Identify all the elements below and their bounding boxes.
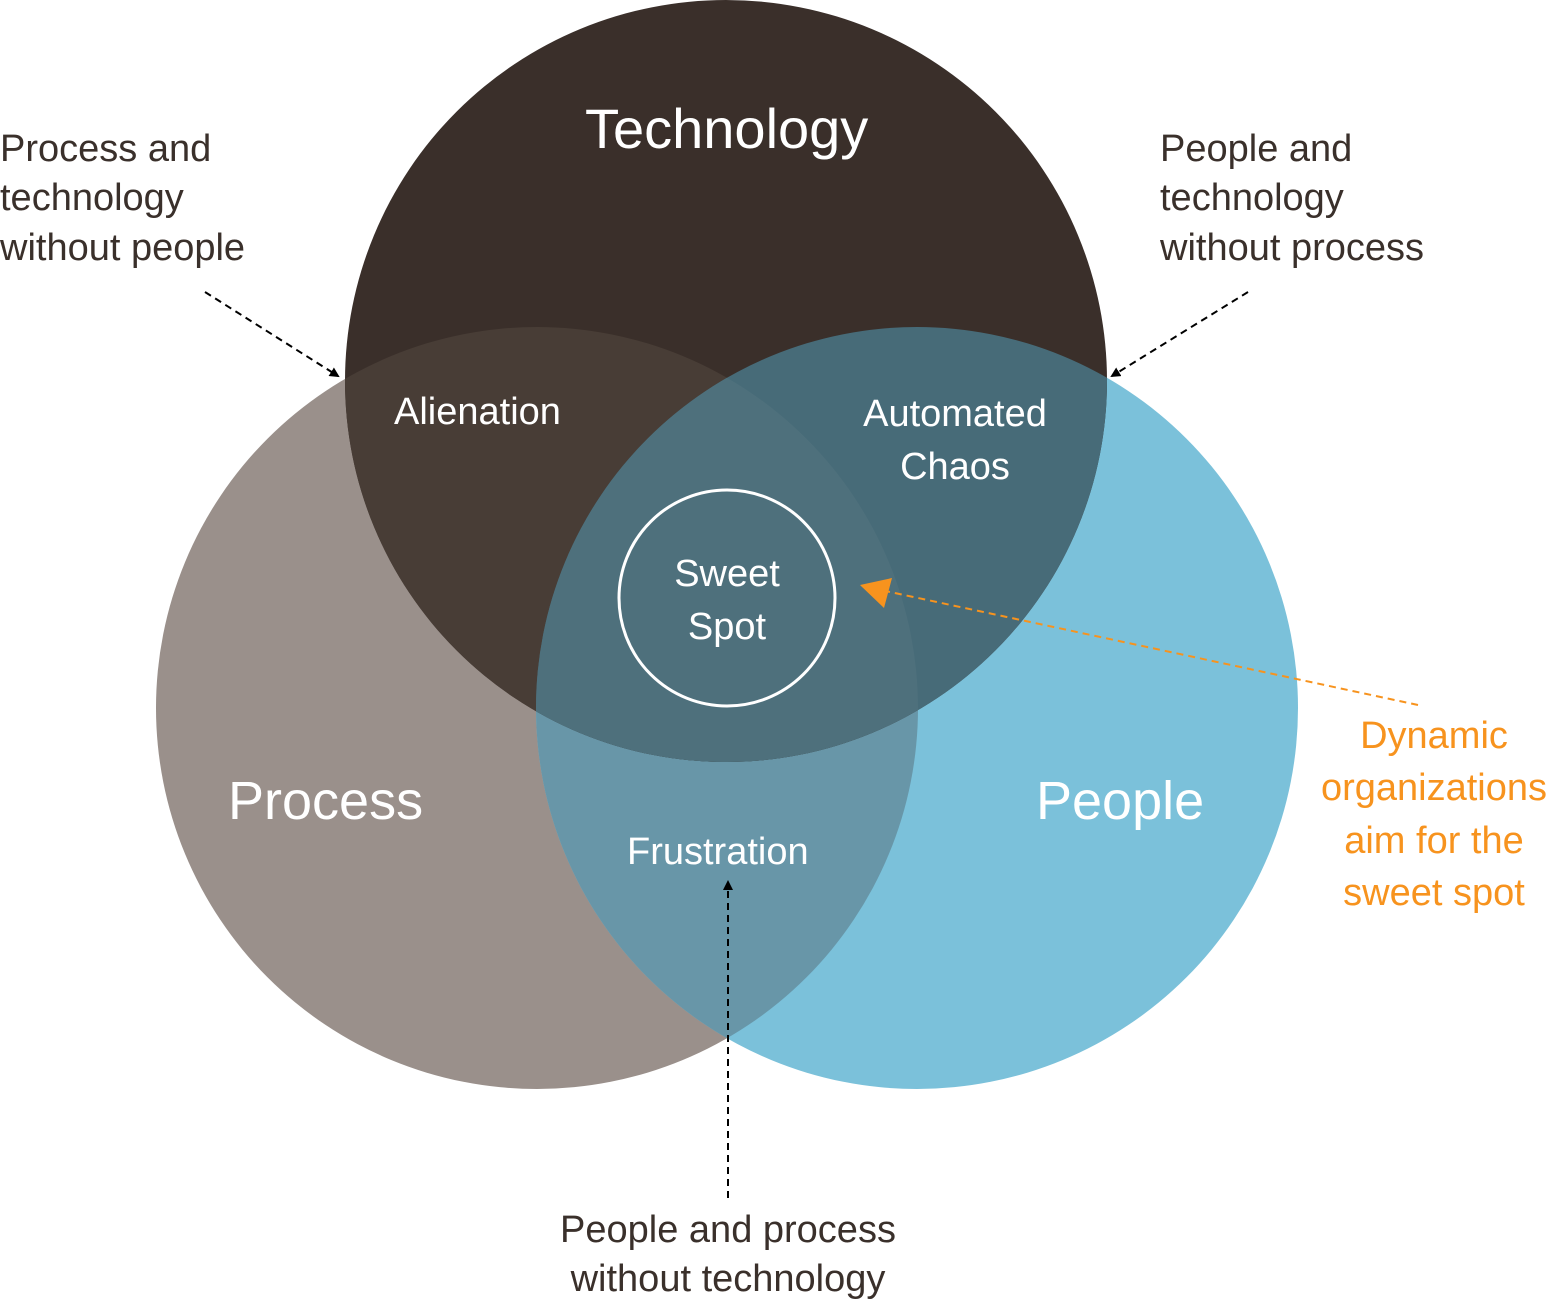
sweet-spot-arrowhead bbox=[860, 578, 892, 608]
people-tech-arrow bbox=[1110, 291, 1249, 378]
alienation-label: Alienation bbox=[394, 391, 561, 433]
sweet-spot-circle bbox=[617, 488, 837, 708]
technology-label: Technology bbox=[585, 97, 869, 160]
frustration-label: Frustration bbox=[627, 831, 809, 873]
dynamic-organizations-annotation: Dynamic organizations aim for the sweet … bbox=[1320, 715, 1548, 915]
people-label: People bbox=[1036, 771, 1205, 831]
sweet-spot-arrow bbox=[861, 585, 1419, 706]
process-tech-arrow bbox=[204, 291, 340, 378]
center-region bbox=[536, 327, 918, 762]
people-tech-annotation: People and technology without process bbox=[1160, 128, 1425, 269]
process-tech-annotation: Process and technology without people bbox=[0, 128, 246, 269]
people-process-annotation: People and process without technology bbox=[560, 1209, 896, 1301]
automated-chaos-label: Automated Chaos bbox=[863, 393, 1047, 489]
process-label: Process bbox=[228, 771, 424, 831]
sweet-spot-label: Sweet Spot bbox=[674, 553, 780, 649]
